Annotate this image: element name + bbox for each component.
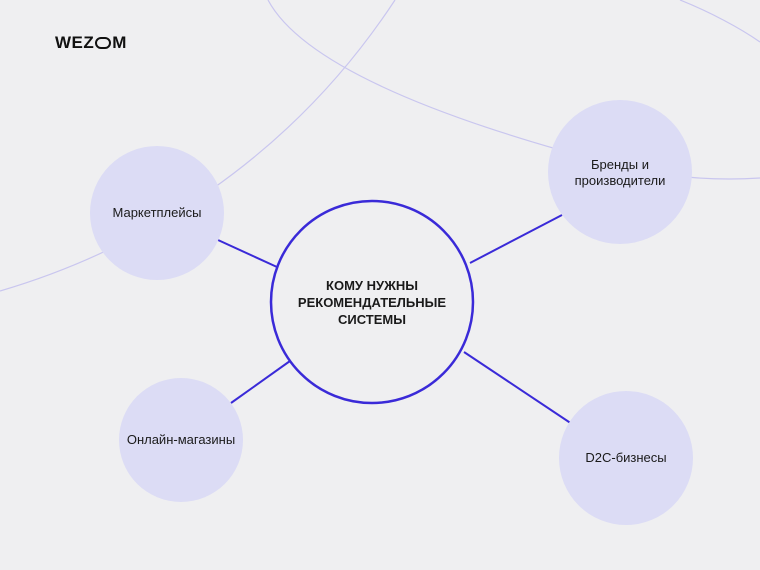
connector-d2c: [463, 351, 573, 425]
decor-arc-top-right: [679, 0, 760, 43]
center-node-circle: [269, 199, 475, 405]
node-online-stores-label: Онлайн-магазины: [126, 432, 236, 447]
node-marketplaces-label: Маркетплейсы: [112, 205, 202, 220]
connector-online-stores: [230, 360, 291, 404]
node-d2c-circle: [559, 391, 693, 525]
node-marketplaces-circle: [90, 146, 224, 280]
logo-o-mark: [95, 37, 112, 49]
logo-prefix: WEZ: [55, 33, 95, 52]
node-online-stores-circle: [119, 378, 243, 502]
wezom-logo: WEZ M: [55, 34, 127, 52]
node-brands-circle: [548, 100, 692, 244]
node-brands-label: Бренды и производители: [574, 157, 666, 188]
connector-brands: [469, 214, 563, 264]
logo-suffix: M: [112, 33, 127, 52]
center-node-label: КОМУ НУЖНЫ РЕКОМЕНДАТЕЛЬНЫЕ СИСТЕМЫ: [297, 277, 447, 327]
connector-marketplaces: [217, 239, 278, 268]
node-d2c-label: D2C-бизнесы: [585, 450, 667, 465]
decor-arc-right: [267, 0, 760, 180]
